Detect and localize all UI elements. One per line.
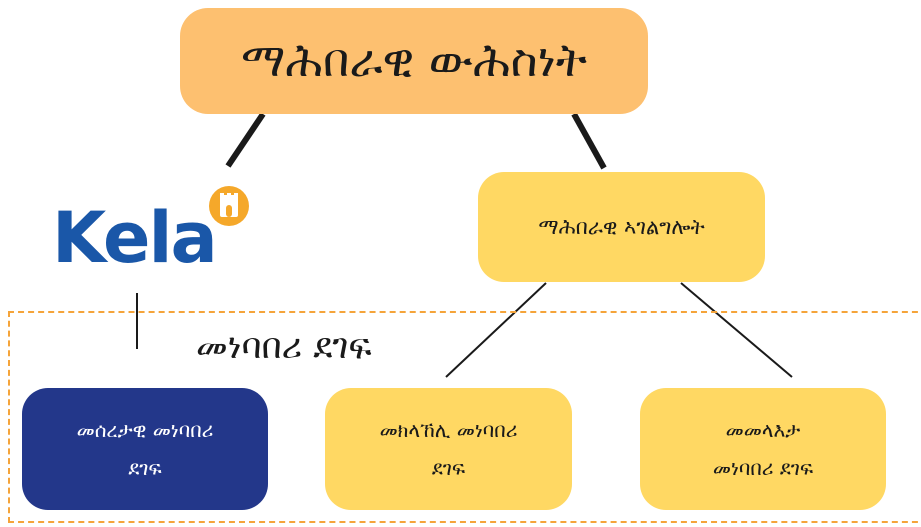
root-node-social-security: ማሕበራዊ ውሕስነት [180,8,648,114]
connector-social-to-preventive [680,282,793,378]
connector-root-to-kela [225,112,266,168]
supplementary-assistance-node: መክላኸሊ መነባበሪ ደገፍ [325,388,572,510]
basic-assistance-label: መሰረታዊ መነባበሪ ደገፍ [76,418,214,480]
kela-logo: Kela [52,185,262,285]
root-node-label: ማሕበራዊ ውሕስነት [241,33,587,87]
supplementary-assistance-label: መክላኸሊ መነባበሪ ደገፍ [379,418,518,480]
social-services-node: ማሕበራዊ ኣገልግሎት [478,172,765,282]
connector-root-to-social-services [571,112,607,170]
preventive-assistance-node: መመላእታ መነባበሪ ደገፍ [640,388,886,510]
kela-wordmark: Kela [52,197,218,279]
preventive-assistance-label: መመላእታ መነባበሪ ደገፍ [712,418,814,480]
basic-assistance-node: መሰረታዊ መነባበሪ ደገፍ [22,388,268,510]
kela-castle-emblem-icon [209,186,249,226]
connector-social-to-supplementary [445,282,547,378]
assistance-region-dashed-border [8,311,921,523]
social-services-label: ማሕበራዊ ኣገልግሎት [538,214,705,239]
assistance-region-label: መነባበሪ ደገፍ [196,327,372,367]
